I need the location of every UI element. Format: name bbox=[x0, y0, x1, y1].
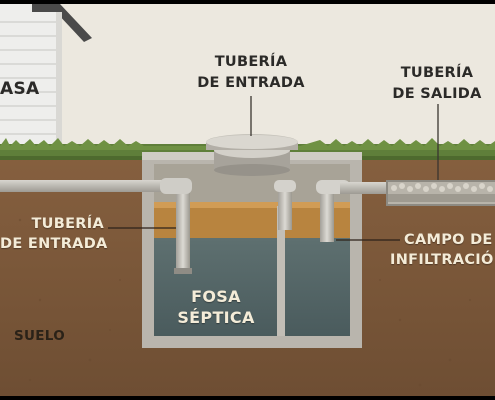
drain-field-label-line2: INFILTRACIÓ bbox=[390, 252, 494, 268]
inlet-tee bbox=[176, 184, 190, 274]
baffle-pipe bbox=[278, 184, 292, 230]
callout-lines bbox=[250, 96, 439, 180]
manhole-lid bbox=[206, 134, 298, 176]
house-label: ASA bbox=[0, 79, 40, 99]
drain-field-label-line1: CAMPO DE bbox=[404, 232, 493, 248]
inlet-pipe bbox=[0, 180, 172, 192]
outlet-pipe-label-line1: TUBERÍA bbox=[400, 65, 474, 81]
tank-baffle bbox=[277, 206, 285, 336]
inlet-pipe-top-label-line2: DE ENTRADA bbox=[197, 75, 305, 91]
drain-field bbox=[386, 180, 495, 206]
inlet-pipe-left-label-line1: TUBERÍA bbox=[31, 216, 104, 232]
soil-texture bbox=[18, 218, 472, 387]
septic-tank-label-line2: SÉPTICA bbox=[177, 308, 255, 327]
outlet-pipe-label-line2: DE SALIDA bbox=[392, 86, 482, 102]
soil-label: SUELO bbox=[14, 328, 66, 344]
house bbox=[0, 4, 92, 156]
inlet-pipe-top-label-line1: TUBERÍA bbox=[214, 54, 288, 70]
outlet-tee bbox=[320, 186, 334, 242]
inlet-pipe-left-label-line2: DE ENTRADA bbox=[0, 236, 108, 252]
outlet-pipe bbox=[340, 182, 400, 194]
callout-lines-soil bbox=[108, 227, 400, 241]
septic-tank-label-line1: FOSA bbox=[191, 287, 241, 306]
